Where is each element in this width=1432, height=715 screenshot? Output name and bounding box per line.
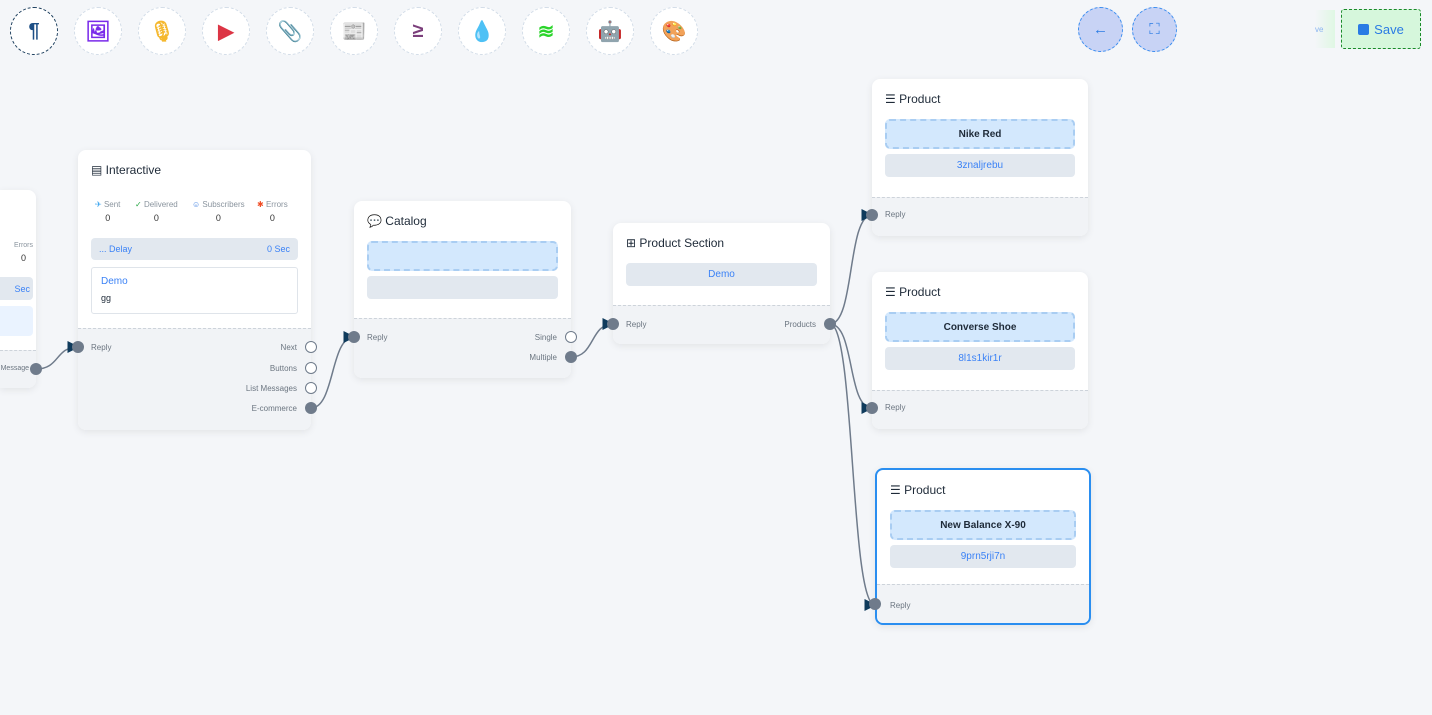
port-list-messages[interactable] xyxy=(305,382,317,394)
product-name[interactable]: New Balance X-90 xyxy=(890,510,1076,540)
port-message[interactable] xyxy=(30,363,42,375)
edge xyxy=(35,341,80,370)
edge xyxy=(829,323,874,414)
youtube-icon: ▶ xyxy=(218,20,234,43)
tool-button[interactable]: ≋ xyxy=(522,7,570,55)
node-title: 💬 Catalog xyxy=(367,214,427,228)
tool-button[interactable]: ¶ xyxy=(10,7,58,55)
edge xyxy=(829,323,877,611)
product-id[interactable]: 9prn5rji7n xyxy=(890,545,1076,568)
node-title: ☰ Product xyxy=(885,92,941,106)
port-products[interactable] xyxy=(824,318,836,330)
edge xyxy=(310,331,356,409)
stat-icon: ✈ xyxy=(95,200,102,209)
port-reply[interactable] xyxy=(866,209,878,221)
product-id[interactable]: 3znaljrebu xyxy=(885,154,1075,177)
node-footer xyxy=(877,584,1089,623)
newspaper-icon: 📰 xyxy=(341,20,367,43)
product-node[interactable]: ☰ Product Converse Shoe 8l1s1kir1r Reply xyxy=(872,272,1088,429)
catalog-node[interactable]: 💬 Catalog Reply Single Multiple xyxy=(354,201,571,378)
tool-button[interactable]: ≥ xyxy=(394,7,442,55)
palette-icon: 🎨 xyxy=(661,20,687,43)
port-reply[interactable] xyxy=(607,318,619,330)
delay-bar[interactable]: Sec xyxy=(0,277,33,300)
tool-button[interactable]: 🎙 xyxy=(138,7,186,55)
port-multiple[interactable] xyxy=(565,351,577,363)
product-id[interactable]: 8l1s1kir1r xyxy=(885,347,1075,370)
robot-icon: 🤖 xyxy=(597,20,623,43)
table-icon: ⊞ xyxy=(626,236,640,250)
port-buttons[interactable] xyxy=(305,362,317,374)
node-title: ☰ Product xyxy=(885,285,941,299)
droplet-icon: 💧 xyxy=(469,20,495,43)
catalog-id[interactable] xyxy=(367,276,558,299)
port-reply[interactable] xyxy=(866,402,878,414)
stat-icon: ✓ xyxy=(135,200,142,209)
stack-overflow-icon: ≋ xyxy=(537,20,555,43)
tool-button[interactable]: 🎨 xyxy=(650,7,698,55)
tool-button[interactable]: 🤖 xyxy=(586,7,634,55)
port-reply[interactable] xyxy=(348,331,360,343)
tool-button[interactable]: 📎 xyxy=(266,7,314,55)
floppy-disk-icon xyxy=(1358,23,1370,35)
tool-button[interactable]: 🖼 xyxy=(74,7,122,55)
stat-icon: ✱ xyxy=(257,200,264,209)
node-title: ⊞ Product Section xyxy=(626,236,725,250)
tool-button[interactable]: ▶ xyxy=(202,7,250,55)
product-node[interactable]: ☰ Product Nike Red 3znaljrebu Reply xyxy=(872,79,1088,236)
product-node[interactable]: ☰ Product New Balance X-90 9prn5rji7n Re… xyxy=(875,468,1091,625)
port-reply[interactable] xyxy=(869,598,881,610)
edge xyxy=(570,318,615,358)
tool-button[interactable]: 📰 xyxy=(330,7,378,55)
arrow-left-icon: ← xyxy=(1093,21,1108,38)
port-single[interactable] xyxy=(565,331,577,343)
node-footer xyxy=(78,328,311,430)
back-button[interactable]: ← xyxy=(1078,7,1123,52)
bars-icon: ☰ xyxy=(885,285,900,299)
message-box[interactable]: Demo gg xyxy=(91,267,298,314)
image-icon: 🖼 xyxy=(85,20,111,43)
bars-icon: ☰ xyxy=(890,483,905,497)
catalog-item[interactable] xyxy=(367,241,558,271)
port-next[interactable] xyxy=(305,341,317,353)
message-box[interactable] xyxy=(0,306,33,336)
greater-equal-icon: ≥ xyxy=(412,19,424,42)
bars-icon: ☰ xyxy=(885,92,900,106)
newspaper-icon: ▤ xyxy=(91,163,106,177)
paragraph-icon: ¶ xyxy=(28,19,40,42)
section-chip[interactable]: Demo xyxy=(626,263,817,286)
tool-button[interactable]: 💧 xyxy=(458,7,506,55)
stat-icon: ☺ xyxy=(192,200,201,209)
port-e-commerce[interactable] xyxy=(305,402,317,414)
node-footer xyxy=(354,318,571,378)
paperclip-icon: 📎 xyxy=(277,20,303,43)
node-footer xyxy=(872,197,1088,236)
save-button[interactable]: Save xyxy=(1341,9,1421,49)
fit-view-button[interactable]: ⛶ xyxy=(1132,7,1177,52)
microphone-icon: 🎙 xyxy=(149,20,175,43)
compress-icon: ⛶ xyxy=(1149,21,1160,38)
node-footer xyxy=(872,390,1088,429)
product-name[interactable]: Nike Red xyxy=(885,119,1075,149)
product-name[interactable]: Converse Shoe xyxy=(885,312,1075,342)
port-reply[interactable] xyxy=(72,341,84,353)
product-section-node[interactable]: ⊞ Product Section Demo Reply Products xyxy=(613,223,830,344)
node-footer xyxy=(613,305,830,344)
node-title: ▤ Interactive xyxy=(91,163,162,177)
edge xyxy=(829,209,874,325)
faded-button: ve xyxy=(1315,10,1335,48)
comment-dots-icon: 💬 xyxy=(367,214,386,228)
node-title: ☰ Product xyxy=(890,483,946,497)
